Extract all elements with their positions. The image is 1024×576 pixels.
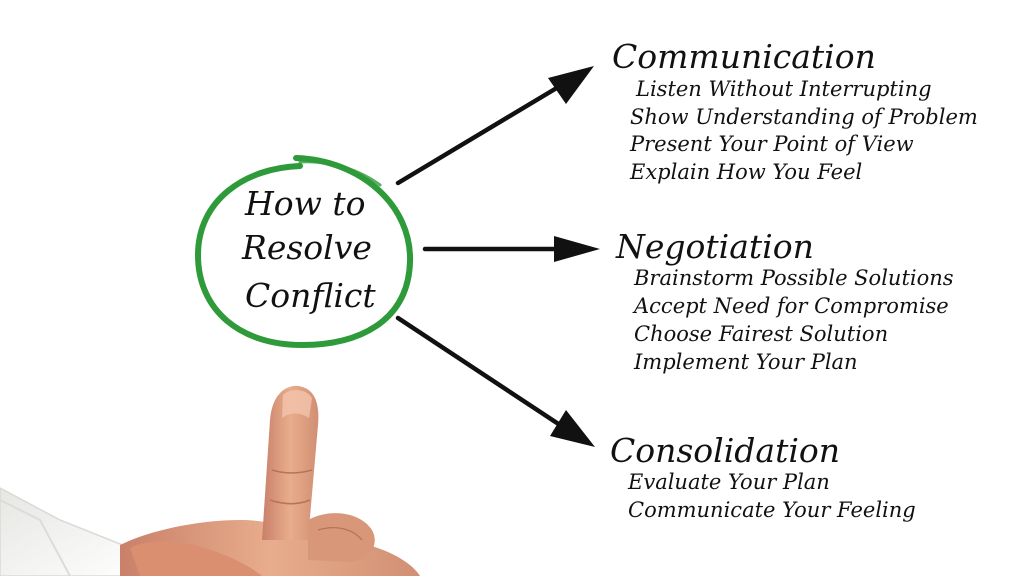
negotiation-item: Choose Fairest Solution — [634, 322, 889, 346]
consolidation-item: Communicate Your Feeling — [628, 498, 916, 522]
arrow-to-negotiation — [422, 236, 600, 262]
arrow-to-consolidation — [395, 315, 595, 447]
negotiation-item: Brainstorm Possible Solutions — [634, 266, 954, 290]
center-title-line-3: Conflict — [245, 276, 376, 315]
negotiation-heading: Negotiation — [616, 227, 814, 266]
negotiation-item: Implement Your Plan — [634, 350, 858, 374]
communication-item: Explain How You Feel — [630, 160, 863, 184]
consolidation-heading: Consolidation — [610, 431, 841, 470]
consolidation-item: Evaluate Your Plan — [628, 470, 830, 494]
communication-item: Present Your Point of View — [630, 132, 914, 156]
arrow-to-communication — [395, 66, 594, 186]
communication-item: Listen Without Interrupting — [636, 77, 932, 101]
pointing-hand-icon — [0, 385, 420, 576]
communication-item: Show Understanding of Problem — [630, 105, 978, 129]
center-title-line-2: Resolve — [242, 228, 372, 267]
negotiation-item: Accept Need for Compromise — [634, 294, 949, 318]
circle-outline — [194, 155, 414, 349]
center-title-line-1: How to — [245, 184, 366, 223]
communication-heading: Communication — [612, 37, 876, 76]
